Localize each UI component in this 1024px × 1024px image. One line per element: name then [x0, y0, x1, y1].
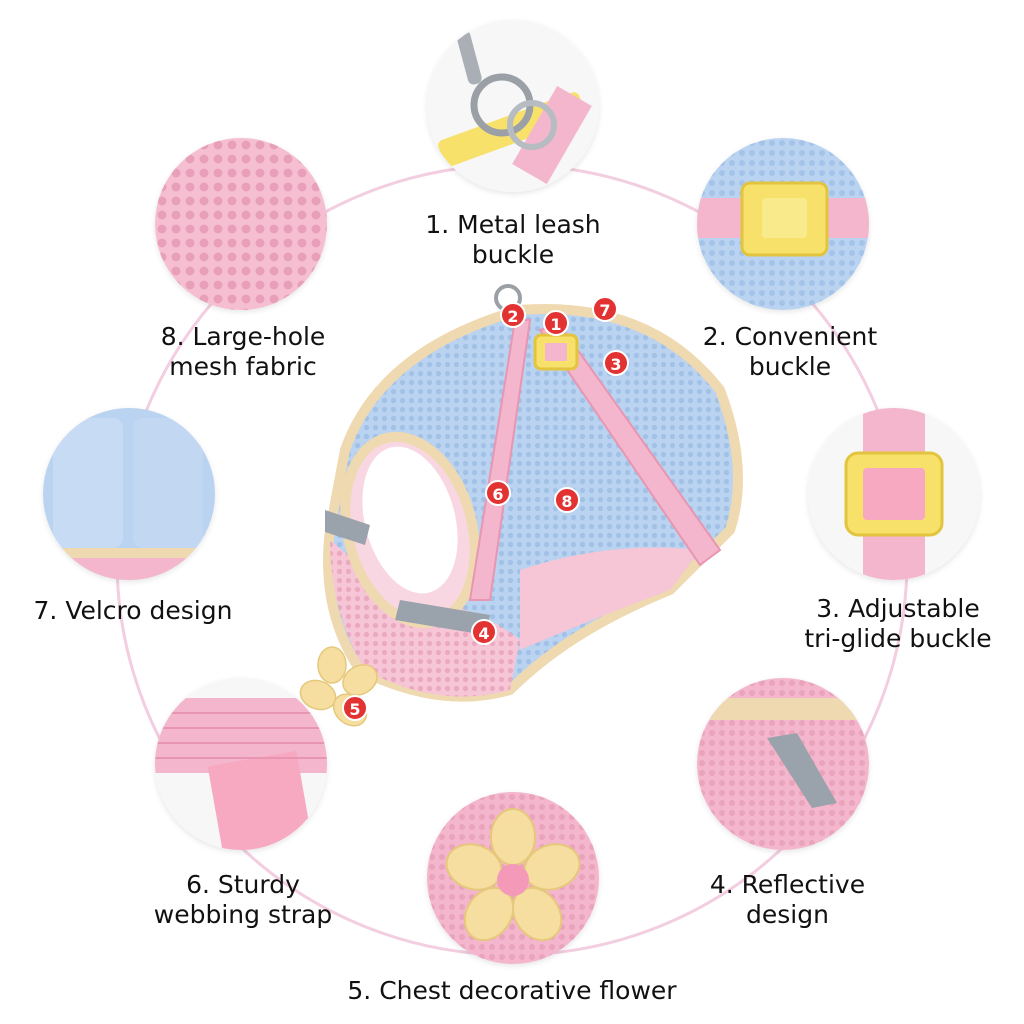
feature-label-chest-decorative-flower: 5. Chest decorative flower: [347, 976, 677, 1005]
marker-7-velcro: 7: [592, 296, 618, 322]
marker-6-webbing: 6: [485, 480, 511, 506]
webbing-strap-image: [155, 678, 327, 850]
mesh-fabric-image: [155, 138, 327, 310]
marker-2-convenient-buckle: 2: [500, 302, 526, 328]
marker-5-flower: 5: [342, 695, 368, 721]
marker-3-tri-glide: 3: [603, 350, 629, 376]
velcro-design-image: [43, 408, 215, 580]
harness-product-image: [299, 284, 743, 727]
marker-1-leash-buckle: 1: [543, 310, 569, 336]
decorative-flower-image: [427, 792, 599, 964]
reflective-design-image: [697, 678, 869, 850]
feature-label-velcro-design: 7. Velcro design: [33, 596, 233, 625]
marker-4-reflective: 4: [471, 619, 497, 645]
marker-8-mesh: 8: [554, 487, 580, 513]
metal-leash-buckle-image: [427, 20, 599, 192]
convenient-buckle-image: [697, 138, 869, 310]
tri-glide-buckle-image: [808, 408, 980, 580]
